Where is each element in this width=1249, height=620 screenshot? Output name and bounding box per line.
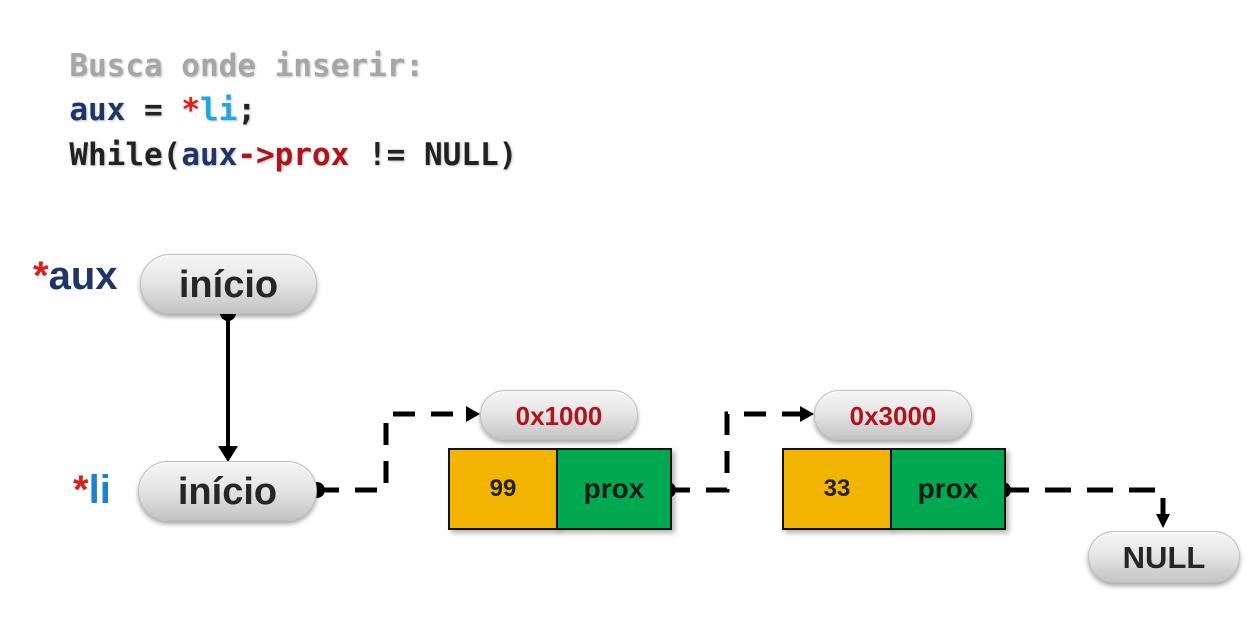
aux-name: aux [48, 254, 118, 298]
code-assign-op: = [125, 92, 182, 128]
node1-value-cell: 99 [448, 448, 558, 530]
aux-to-li-arrowhead [218, 446, 238, 462]
aux-box-text: início [178, 264, 279, 306]
code-aux: aux [69, 92, 126, 128]
node1-next-label: prox [583, 473, 645, 504]
code-condition: != NULL) [349, 137, 518, 173]
code-line-while: While(aux->prox != NULL) [32, 109, 517, 171]
li-box-text: início [177, 471, 278, 513]
code-li: li [200, 92, 238, 128]
node1-address: 0x1000 [480, 390, 638, 440]
node1-next-cell: prox [556, 448, 672, 530]
var-li-label: *li [73, 470, 111, 510]
li-pointer-box: início [138, 461, 317, 521]
node2-value: 33 [823, 475, 851, 502]
code-semicolon: ; [237, 92, 256, 128]
code-star: * [181, 92, 200, 128]
li-to-node1-arrowhead [466, 406, 480, 422]
node2-next-cell: prox [890, 448, 1006, 530]
code-prox: ->prox [237, 137, 350, 173]
li-star: * [73, 468, 89, 512]
node2-to-null-path [1003, 487, 1166, 518]
code-comment: Busca onde inserir: [32, 20, 424, 82]
null-text: NULL [1122, 540, 1206, 575]
code-while-aux: aux [181, 137, 238, 173]
null-box: NULL [1088, 531, 1240, 583]
code-line-assign: aux = *li; [32, 64, 256, 126]
node2-to-null-arrowhead [1156, 514, 1170, 528]
aux-pointer-box: início [140, 254, 317, 314]
node2-value-cell: 33 [782, 448, 892, 530]
aux-star: * [33, 254, 49, 298]
node2-next-label: prox [917, 473, 979, 504]
code-while: While( [69, 137, 182, 173]
node2-address-text: 0x3000 [849, 401, 937, 431]
li-name: li [88, 468, 111, 512]
node1-to-node2-arrowhead [800, 406, 814, 422]
node1-to-node2-path [668, 411, 803, 493]
code-comment-text: Busca onde inserir: [69, 48, 424, 84]
var-aux-label: *aux [33, 256, 118, 296]
node1-address-text: 0x1000 [515, 401, 603, 431]
node1-value: 99 [489, 475, 517, 502]
node2-address: 0x3000 [814, 390, 972, 440]
